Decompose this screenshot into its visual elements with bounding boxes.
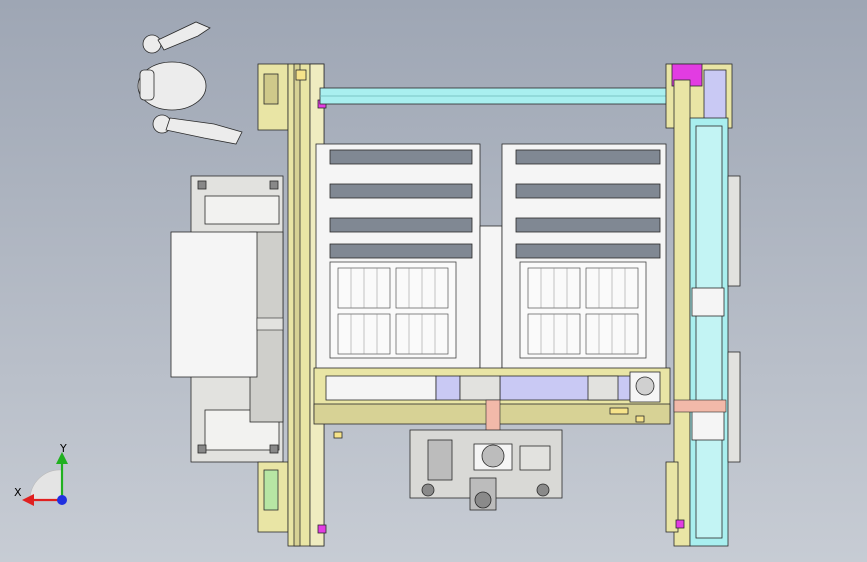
- center-divider-panel: [479, 225, 503, 371]
- triad-x-label: X: [14, 486, 22, 499]
- left-white-cover-panel[interactable]: [170, 231, 284, 378]
- tray-frame: [329, 261, 457, 359]
- top-cyan-crossbar[interactable]: [319, 87, 675, 105]
- coordinate-triad: Y X: [14, 442, 68, 506]
- triad-y-label: Y: [59, 442, 67, 455]
- bottom-drive-assembly[interactable]: [409, 429, 563, 511]
- tray-frame: [519, 261, 647, 359]
- tray-grid-right[interactable]: [519, 261, 647, 359]
- mannequin-view-icon[interactable]: [137, 21, 243, 145]
- right-frame-column[interactable]: [665, 63, 741, 547]
- tray-grid-left[interactable]: [329, 261, 457, 359]
